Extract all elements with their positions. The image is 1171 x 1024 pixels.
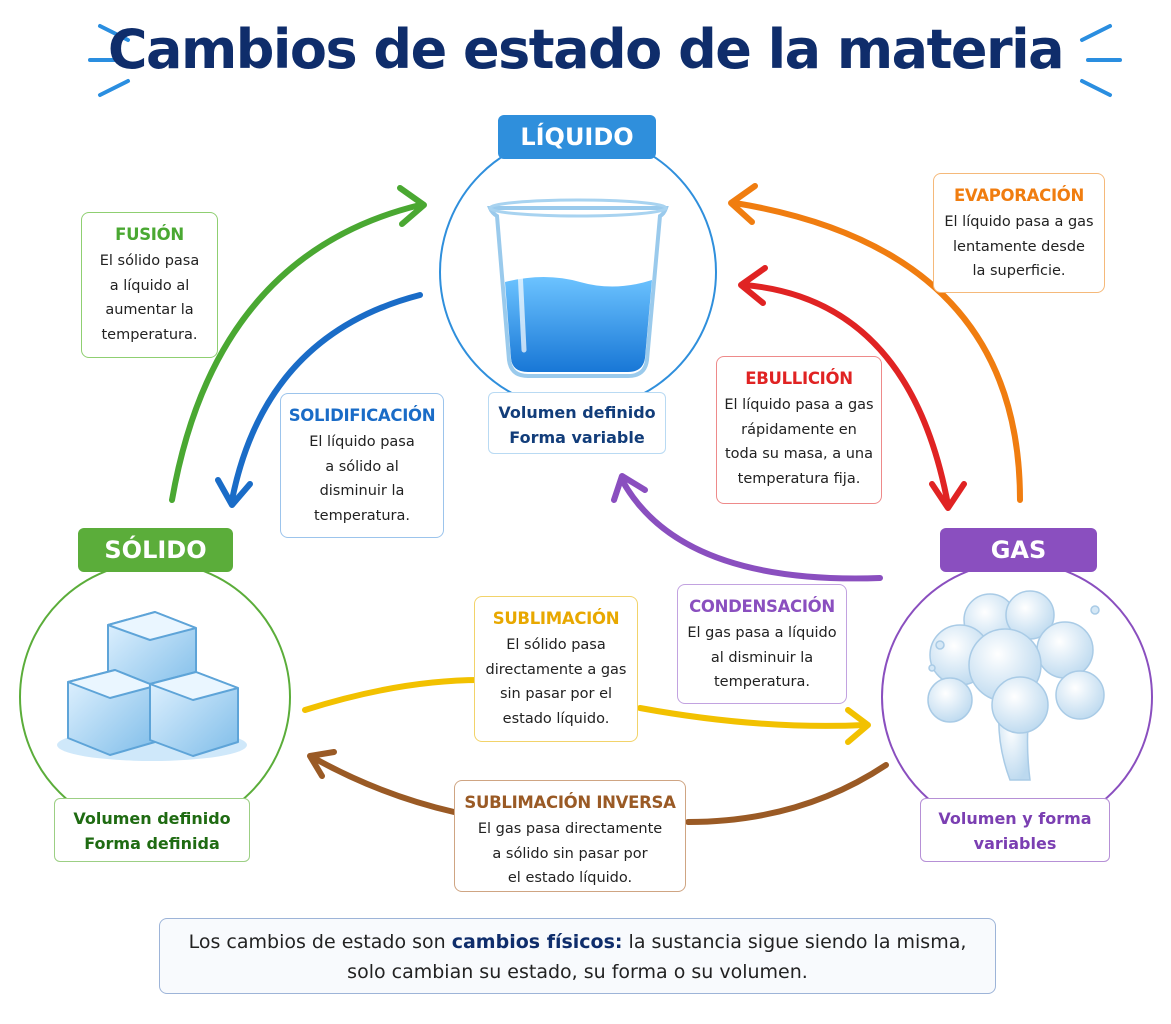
deposition-text-2: a sólido sin pasar por bbox=[492, 845, 648, 862]
footer-note: Los cambios de estado son cambios físico… bbox=[159, 918, 996, 994]
condensation-box: CONDENSACIÓN El gas pasa a líquido al di… bbox=[677, 584, 847, 704]
sublimation-text-2: directamente a gas bbox=[485, 661, 627, 678]
solidification-text-3: disminuir la bbox=[319, 483, 405, 499]
fusion-title: FUSIÓN bbox=[115, 225, 184, 244]
evaporation-title: EVAPORACIÓN bbox=[953, 186, 1085, 205]
sublimation-box: SUBLIMACIÓN El sólido pasa directamente … bbox=[474, 596, 638, 742]
fusion-text-3: aumentar la bbox=[105, 302, 194, 318]
fusion-text-4: temperatura. bbox=[101, 326, 198, 343]
title-accent-left bbox=[88, 24, 130, 97]
sublimation-text-4: estado líquido. bbox=[502, 710, 610, 727]
deposition-text-1: El gas pasa directamente bbox=[477, 821, 663, 837]
gas-state-tag: GAS bbox=[940, 528, 1097, 572]
solidification-box: SOLIDIFICACIÓN El líquido pasa a sólido … bbox=[280, 393, 444, 538]
condensation-arrow bbox=[619, 477, 883, 582]
solid-property-2: Forma definida bbox=[84, 834, 220, 853]
solid-state-tag: SÓLIDO bbox=[78, 528, 233, 572]
deposition-box: SUBLIMACIÓN INVERSA El gas pasa directam… bbox=[454, 780, 686, 892]
gas-property-2: variables bbox=[973, 834, 1057, 853]
page-title: Cambios de estado de la materia bbox=[107, 18, 1065, 81]
footer-text-b: la sustancia sigue siendo la misma, bbox=[622, 931, 967, 953]
evaporation-text-2: lentamente desde bbox=[953, 238, 1085, 255]
solidification-text-4: temperatura. bbox=[313, 507, 411, 524]
deposition-text-3: el estado líquido. bbox=[507, 870, 633, 886]
evaporation-box: EVAPORACIÓN El líquido pasa a gas lentam… bbox=[933, 173, 1105, 293]
ice-cubes-icon bbox=[57, 611, 247, 761]
footer-line-2: solo cambian su estado, su forma o su vo… bbox=[347, 961, 808, 983]
deposition-title: SUBLIMACIÓN INVERSA bbox=[464, 793, 676, 812]
sublimation-text-3: sin pasar por el bbox=[499, 686, 613, 702]
footer-text-a: Los cambios de estado son bbox=[188, 931, 452, 953]
fusion-text-2: a líquido al bbox=[109, 277, 190, 294]
boiling-text-2: rápidamente en bbox=[741, 421, 857, 438]
steam-cloud-icon bbox=[927, 590, 1105, 781]
boiling-text-3: toda su masa, a una bbox=[724, 446, 874, 462]
solid-properties: Volumen definido Forma definida bbox=[54, 798, 250, 862]
sublimation-title: SUBLIMACIÓN bbox=[492, 609, 620, 628]
gas-properties: Volumen y forma variables bbox=[920, 798, 1110, 862]
gas-property-1: Volumen y forma bbox=[938, 809, 1092, 828]
condensation-text-1: El gas pasa a líquido bbox=[687, 625, 837, 641]
boiling-text-1: El líquido pasa a gas bbox=[724, 397, 874, 413]
boiling-title: EBULLICIÓN bbox=[745, 369, 853, 388]
sublimation-text-1: El sólido pasa bbox=[506, 637, 606, 653]
liquid-state-tag: LÍQUIDO bbox=[498, 115, 656, 159]
footer-highlight: cambios físicos: bbox=[451, 931, 623, 953]
footer-line-1: Los cambios de estado son cambios físico… bbox=[160, 927, 995, 957]
liquid-properties: Volumen definido Forma variable bbox=[488, 392, 666, 454]
solidification-title: SOLIDIFICACIÓN bbox=[288, 406, 436, 425]
solidification-text-2: a sólido al bbox=[325, 458, 399, 475]
condensation-text-2: al disminuir la bbox=[710, 649, 814, 666]
title-accent-right bbox=[1080, 24, 1122, 97]
boiling-text-4: temperatura fija. bbox=[737, 470, 861, 487]
boiling-box: EBULLICIÓN El líquido pasa a gas rápidam… bbox=[716, 356, 882, 504]
fusion-arrow bbox=[169, 202, 423, 503]
evaporation-text-1: El líquido pasa a gas bbox=[944, 214, 1094, 230]
fusion-text-1: El sólido pasa bbox=[99, 253, 200, 269]
solid-property-1: Volumen definido bbox=[73, 809, 231, 828]
deposition-arrow bbox=[309, 754, 889, 825]
evaporation-arrow bbox=[732, 200, 1023, 503]
sublimation-arrow bbox=[302, 677, 868, 729]
boiling-arrow bbox=[742, 282, 951, 508]
liquid-property-1: Volumen definido bbox=[498, 403, 656, 422]
condensation-text-3: temperatura. bbox=[713, 674, 811, 690]
water-beaker-icon bbox=[487, 198, 669, 378]
fusion-box: FUSIÓN El sólido pasa a líquido al aumen… bbox=[81, 212, 218, 358]
solidification-arrow bbox=[229, 292, 423, 503]
evaporation-text-3: la superficie. bbox=[972, 263, 1066, 279]
solidification-text-1: El líquido pasa bbox=[309, 434, 415, 450]
condensation-title: CONDENSACIÓN bbox=[689, 597, 835, 616]
liquid-property-2: Forma variable bbox=[509, 428, 645, 447]
